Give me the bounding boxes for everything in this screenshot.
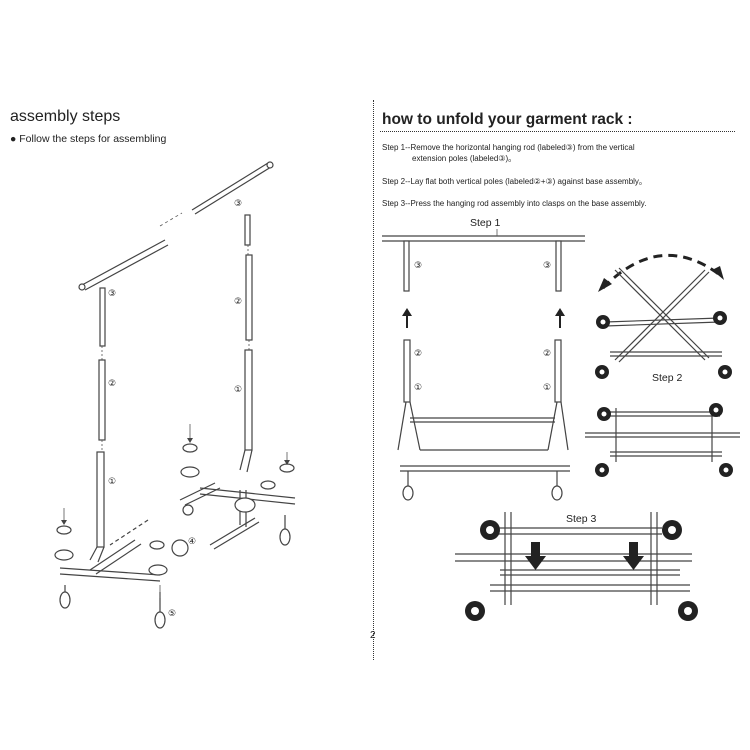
part-label: ①	[543, 383, 551, 393]
step3-figure-label: Step 3	[566, 513, 597, 525]
step3-figure	[455, 512, 698, 621]
step1-instruction: Step 1--Remove the horizontal hanging ro…	[382, 143, 635, 152]
part-label: ②	[108, 379, 116, 389]
part-label: ③	[543, 261, 551, 271]
exploded-rack-drawing	[54, 161, 296, 629]
part-label: ⑤	[168, 609, 176, 619]
part-label: ②	[543, 349, 551, 359]
part-labels-step1: ③ ③ ② ② ① ①	[414, 261, 551, 393]
step1-figure	[382, 229, 585, 501]
part-label: ①	[234, 385, 242, 395]
step1-instruction-cont: extension poles (labeled③)。	[412, 154, 517, 163]
left-section-title: assembly steps	[10, 108, 121, 125]
step2-figure-label: Step 2	[652, 372, 683, 384]
left-section-subtitle: ● Follow the steps for assembling	[10, 133, 167, 145]
right-section-title: how to unfold your garment rack :	[382, 111, 633, 128]
part-label: ②	[234, 297, 242, 307]
part-labels-left: ③ ② ① ③ ② ① ④ ⑤	[108, 199, 242, 619]
part-label: ①	[414, 383, 422, 393]
title-underline	[380, 131, 735, 132]
step2-instruction: Step 2--Lay flat both vertical poles (la…	[382, 177, 647, 186]
part-label: ③	[234, 199, 242, 209]
step1-figure-label: Step 1	[470, 217, 501, 229]
part-label: ③	[414, 261, 422, 271]
step3-instruction: Step 3--Press the hanging rod assembly i…	[382, 199, 647, 208]
part-label: ③	[108, 289, 116, 299]
page-divider	[373, 100, 374, 660]
step2-figure	[585, 253, 740, 477]
page-number: 2	[370, 630, 376, 641]
part-label: ④	[188, 537, 196, 547]
part-label: ②	[414, 349, 422, 359]
part-label: ①	[108, 477, 116, 487]
